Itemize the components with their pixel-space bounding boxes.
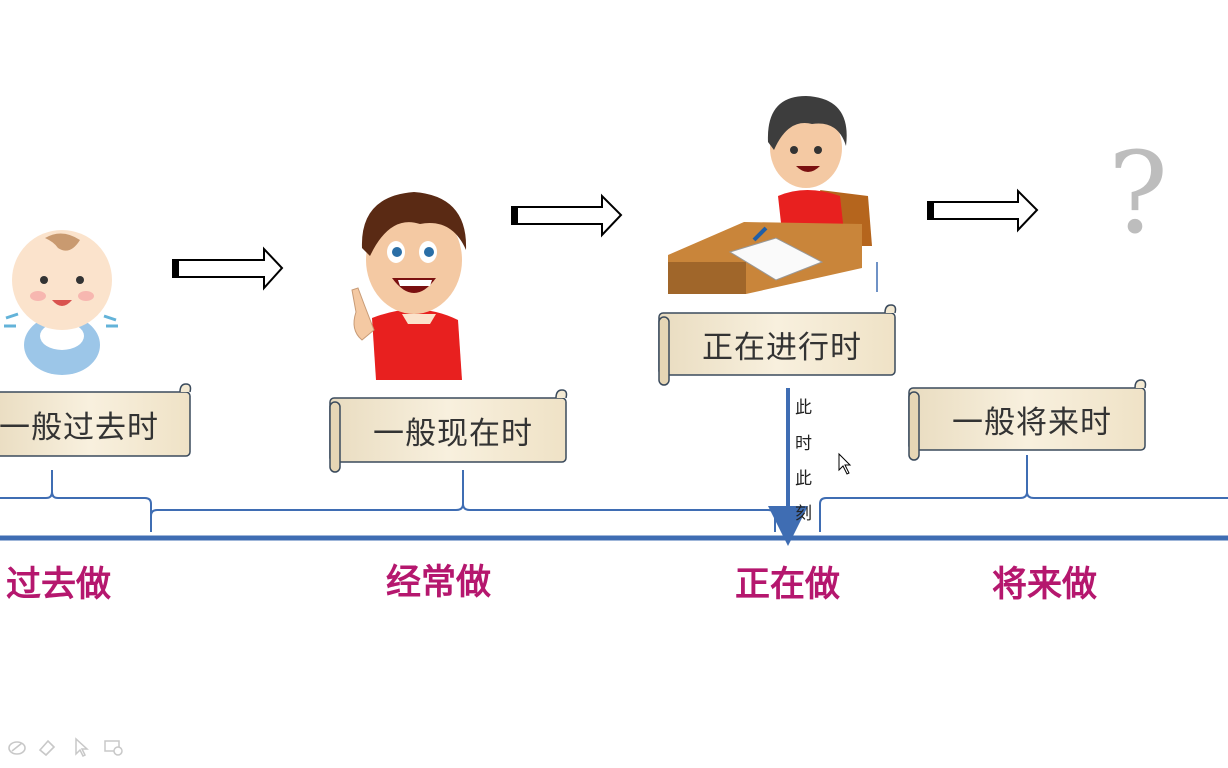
phrase-present: 经常做 (386, 563, 492, 603)
brace-past (0, 470, 152, 532)
boy-pointing-illustration (351, 192, 467, 380)
arrow-2 (511, 193, 623, 238)
phrase-progressive: 正在做 (735, 565, 841, 605)
baby-illustration (4, 230, 118, 375)
now-char-4: 刻 (795, 504, 812, 524)
phrase-future: 将来做 (992, 565, 1098, 605)
scroll-future (908, 379, 1147, 461)
boy-writing-illustration (668, 96, 872, 294)
mouse-cursor (838, 452, 852, 475)
pen-icon[interactable] (6, 736, 28, 758)
scroll-present (329, 389, 568, 473)
phrase-past: 过去做 (6, 565, 112, 605)
screen-icon[interactable] (102, 736, 124, 758)
scroll-label-progressive: 正在进行时 (702, 329, 862, 366)
now-char-2: 时 (795, 434, 812, 454)
arrow-3 (927, 188, 1039, 233)
now-char-1: 此 (795, 398, 812, 418)
now-char-3: 此 (795, 469, 812, 489)
pointer-icon[interactable] (70, 736, 92, 758)
eraser-icon[interactable] (36, 736, 58, 758)
brace-future (819, 455, 1228, 532)
scroll-label-present: 一般现在时 (373, 415, 533, 452)
arrow-1 (172, 246, 284, 291)
scroll-label-future: 一般将来时 (952, 404, 1112, 441)
question-mark-icon: ? (1108, 129, 1169, 259)
scroll-label-past: 一般过去时 (0, 409, 159, 446)
brace-present (150, 470, 776, 532)
scroll-past (0, 383, 192, 457)
scroll-progressive (658, 304, 897, 386)
